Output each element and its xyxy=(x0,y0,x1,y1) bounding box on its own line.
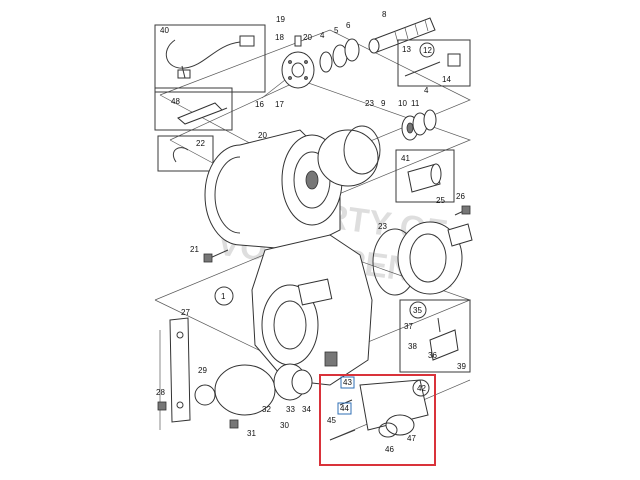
label-9: 9 xyxy=(381,99,386,108)
label-47: 47 xyxy=(407,434,416,443)
label-30: 30 xyxy=(280,421,289,430)
label-44: 44 xyxy=(340,404,349,413)
label-35: 35 xyxy=(413,306,422,315)
label-19: 19 xyxy=(276,15,285,24)
label-8: 8 xyxy=(382,10,387,19)
label-32: 32 xyxy=(262,405,271,414)
label-20-top: 20 xyxy=(303,33,312,42)
label-1: 1 xyxy=(221,292,226,301)
label-6: 6 xyxy=(346,21,351,30)
label-12: 12 xyxy=(423,46,432,55)
label-21: 21 xyxy=(190,245,199,254)
detail-box-48: 48 xyxy=(154,87,233,131)
detail-box-12: 13 12 14 xyxy=(397,39,471,87)
detail-box-22: 22 xyxy=(157,135,214,172)
label-46: 46 xyxy=(385,445,394,454)
bolts: 21 26 xyxy=(190,192,471,263)
label-23-top: 23 xyxy=(365,99,374,108)
detail-box-40: 40 xyxy=(154,24,266,93)
label-48: 48 xyxy=(171,97,180,106)
ring-and-flange: 23 25 xyxy=(372,196,473,296)
label-16: 16 xyxy=(255,100,264,109)
bell-housing: 20 xyxy=(204,125,381,251)
label-10: 10 xyxy=(398,99,407,108)
highlight-box-42: 42 43 44 45 46 47 xyxy=(319,374,436,466)
label-5: 5 xyxy=(334,26,339,35)
bearing-stack: 9 10 11 4 23 xyxy=(365,86,437,141)
detail-box-41: 41 xyxy=(395,149,455,203)
label-36: 36 xyxy=(428,351,437,360)
label-39: 39 xyxy=(457,362,466,371)
label-45: 45 xyxy=(327,416,336,425)
label-31: 31 xyxy=(247,429,256,438)
label-11: 11 xyxy=(411,99,420,108)
main-housing: 1 xyxy=(214,234,373,386)
label-4-top: 4 xyxy=(320,31,325,40)
label-20-housing: 20 xyxy=(258,131,267,140)
label-23-ring: 23 xyxy=(378,222,387,231)
shaft-assembly: 19 18 20 4 5 6 8 16 17 xyxy=(255,10,436,109)
lower-bracket: 27 28 29 31 30 32 33 34 xyxy=(156,308,313,438)
label-26: 26 xyxy=(456,192,465,201)
detail-box-35: 35 37 38 36 39 xyxy=(399,299,471,373)
label-4-right: 4 xyxy=(424,86,429,95)
label-37: 37 xyxy=(404,322,413,331)
label-29: 29 xyxy=(198,366,207,375)
label-13: 13 xyxy=(402,45,411,54)
label-43: 43 xyxy=(343,378,352,387)
label-40: 40 xyxy=(160,26,169,35)
label-25: 25 xyxy=(436,196,445,205)
label-14: 14 xyxy=(442,75,451,84)
label-42: 42 xyxy=(417,384,426,393)
label-27: 27 xyxy=(181,308,190,317)
label-22: 22 xyxy=(196,139,205,148)
label-18: 18 xyxy=(275,33,284,42)
label-38: 38 xyxy=(408,342,417,351)
label-34: 34 xyxy=(302,405,311,414)
label-33: 33 xyxy=(286,405,295,414)
label-28: 28 xyxy=(156,388,165,397)
label-17: 17 xyxy=(275,100,284,109)
label-41: 41 xyxy=(401,154,410,163)
